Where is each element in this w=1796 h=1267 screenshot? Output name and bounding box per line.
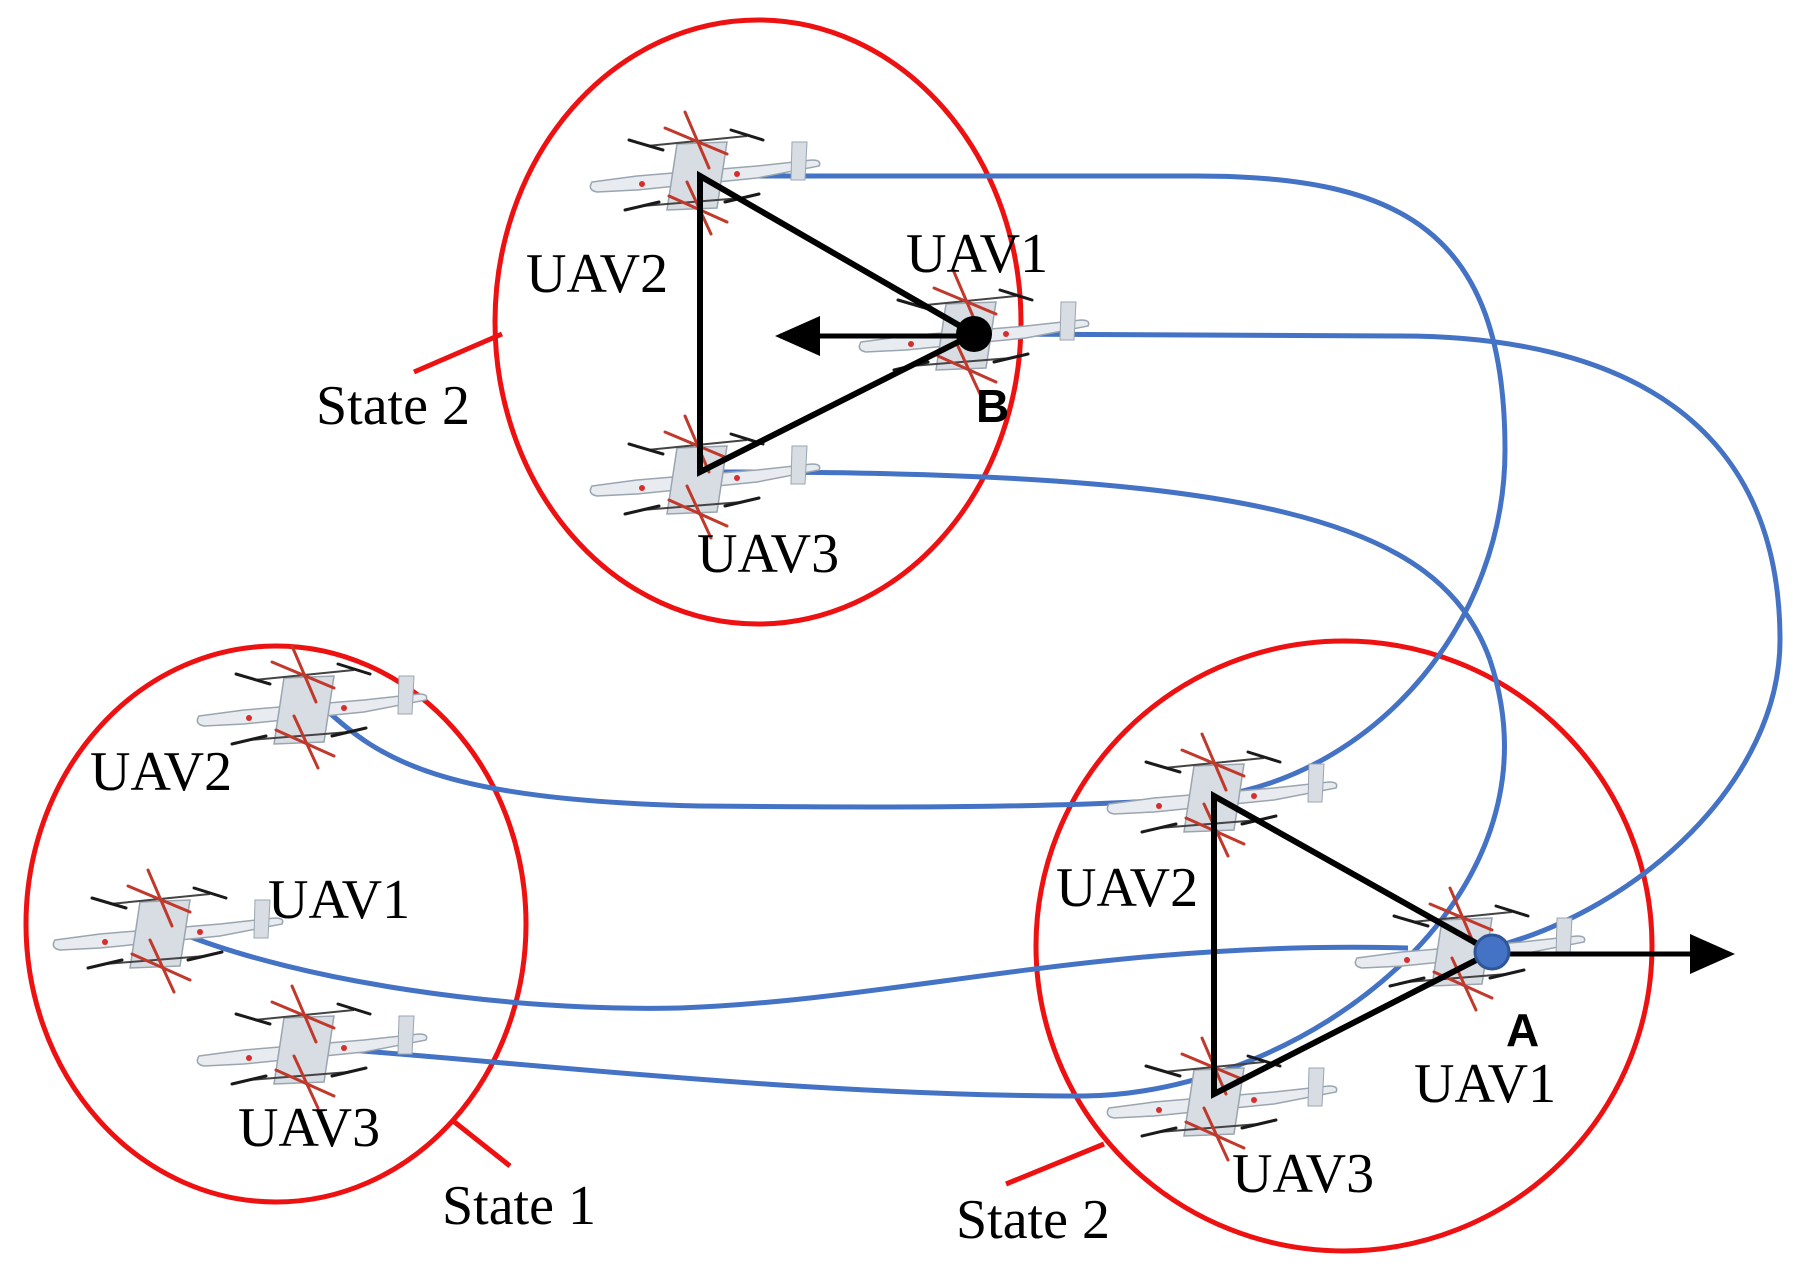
uav-icon xyxy=(588,110,822,236)
state2-top-circle xyxy=(492,17,1024,627)
point-b-label: B xyxy=(976,380,1009,432)
state2-bottom-leader xyxy=(1005,1141,1105,1187)
state1-uav3-label: UAV3 xyxy=(238,1097,380,1159)
trajectories xyxy=(182,173,1783,1099)
uav-icon xyxy=(195,984,429,1110)
point-a-label: A xyxy=(1506,1004,1539,1056)
state2-top-leader xyxy=(413,331,503,375)
state2-bottom-uav2-label: UAV2 xyxy=(1056,857,1198,919)
state2-bottom-uav1-label: UAV1 xyxy=(1414,1053,1556,1115)
formation-triangle-top xyxy=(697,170,981,477)
formation-triangle-bottom xyxy=(1211,790,1499,1099)
point-a-marker xyxy=(1473,933,1511,971)
uav-icon xyxy=(1105,732,1339,858)
state2-bottom-circle xyxy=(1033,638,1655,1254)
uav3-path-state1-to-state2 xyxy=(321,659,1507,1099)
state2-top-uav3-label: UAV3 xyxy=(697,523,839,585)
uav2-path-state1-to-state2 xyxy=(320,704,1219,810)
state2-bottom-uav3-label: UAV3 xyxy=(1232,1143,1374,1205)
state2-top-uav1-label: UAV1 xyxy=(906,223,1048,285)
state2-top-uav2-label: UAV2 xyxy=(526,243,668,305)
point-b-marker xyxy=(956,316,992,352)
uav3-path-state2-to-top xyxy=(699,469,1493,661)
state1-circle xyxy=(23,643,529,1205)
uav2-path-state2-to-top xyxy=(700,173,1508,799)
uav1-path-state2-to-top xyxy=(999,331,1783,951)
state1-leader xyxy=(450,1118,512,1168)
state2-bottom-label: State 2 xyxy=(956,1189,1110,1251)
state1-uav1-label: UAV1 xyxy=(268,869,410,931)
formation-triangles xyxy=(697,170,1499,1099)
uav1-path-state1-to-state2 xyxy=(182,931,1409,1011)
state2-top-label: State 2 xyxy=(316,375,470,437)
uav-icon xyxy=(51,868,285,994)
state1-label: State 1 xyxy=(442,1175,596,1237)
uav-icon xyxy=(588,414,822,540)
state1-uav2-label: UAV2 xyxy=(90,741,232,803)
uav-icon xyxy=(1105,1036,1339,1162)
